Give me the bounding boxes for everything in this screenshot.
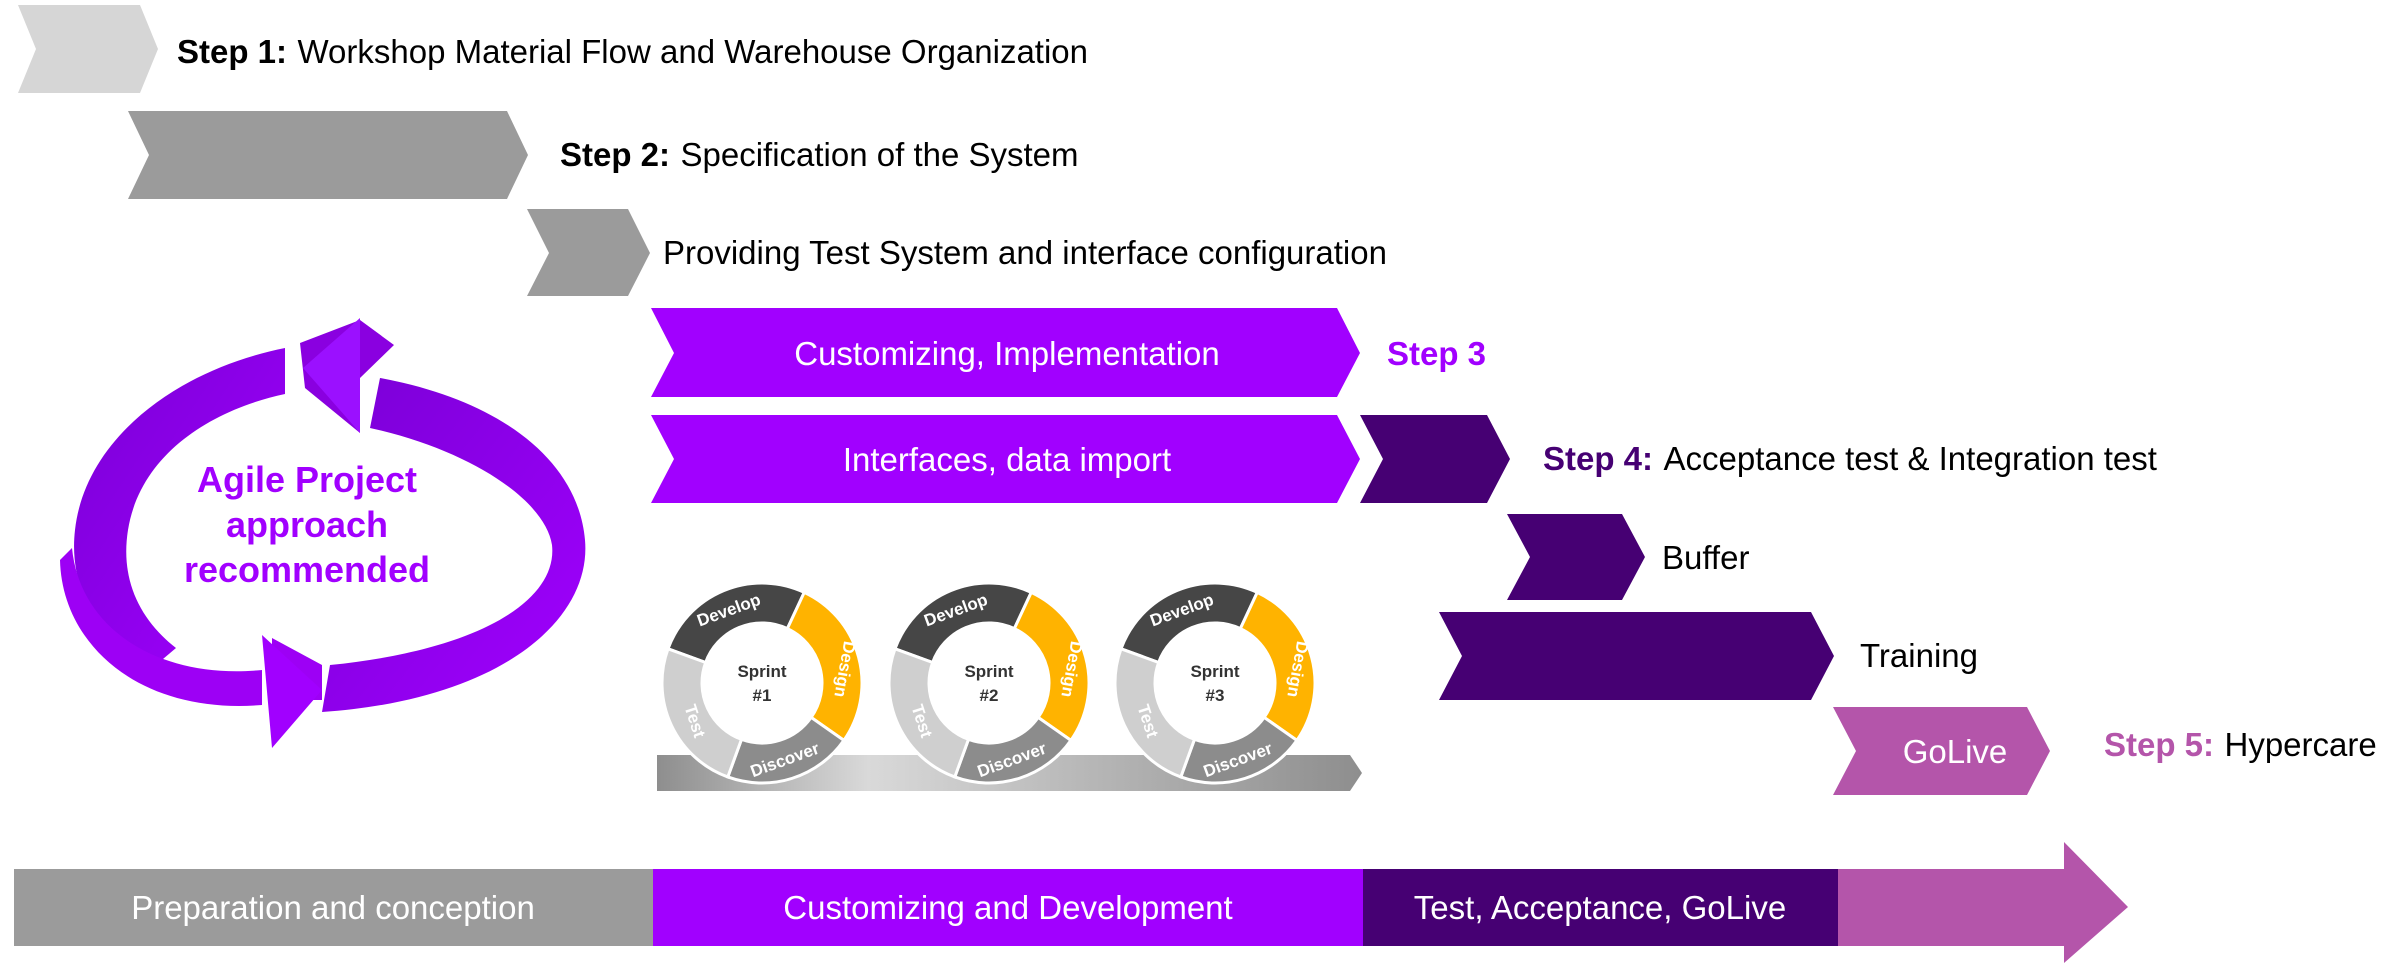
buffer-chevron	[1507, 514, 1645, 600]
sprint-number: #2	[980, 686, 999, 705]
agile-line3: recommended	[184, 549, 430, 590]
phase-preparation	[14, 869, 653, 946]
sprint-center	[1158, 626, 1272, 740]
test-segment	[887, 646, 971, 779]
phase-preparation-label: Preparation and conception	[131, 889, 535, 926]
agile-cycle-graphic: Agile Project approach recommended	[60, 318, 586, 748]
test-segment	[660, 646, 744, 779]
phase-customizing	[653, 869, 1363, 946]
test-system-chevron	[527, 209, 650, 296]
sprint-name: Sprint	[1190, 662, 1239, 681]
sprint-center	[932, 626, 1046, 740]
customizing-label: Customizing, Implementation	[794, 335, 1220, 372]
phase-arrow-head	[1838, 842, 2128, 963]
sprint-number: #3	[1206, 686, 1225, 705]
test-system-label: Providing Test System and interface conf…	[663, 234, 1387, 271]
agile-line2: approach	[226, 504, 388, 545]
sprint-cycles: Sprint#1DevelopDesignDiscoverTestSprint#…	[660, 581, 1317, 785]
training-label: Training	[1860, 637, 1978, 674]
step4-chevron	[1360, 415, 1510, 503]
golive-label: GoLive	[1903, 733, 2008, 770]
step1-label: Step 1: Workshop Material Flow and Wareh…	[177, 33, 1088, 70]
golive-chevron	[1833, 707, 2050, 795]
buffer-label: Buffer	[1662, 539, 1749, 576]
test-segment	[1113, 646, 1197, 779]
phase-test-label: Test, Acceptance, GoLive	[1414, 889, 1786, 926]
step2-label: Step 2: Specification of the System	[560, 136, 1079, 173]
step3-label: Step 3	[1387, 335, 1486, 372]
agile-arrowhead-top-tip	[303, 318, 360, 433]
interfaces-chevron	[651, 415, 1360, 503]
step4-label: Step 4: Acceptance test & Integration te…	[1543, 440, 2157, 477]
sprint-number: #1	[753, 686, 772, 705]
training-chevron	[1439, 612, 1834, 700]
agile-arrow-right	[322, 378, 586, 712]
sprint-center	[705, 626, 819, 740]
phase-customizing-label: Customizing and Development	[783, 889, 1232, 926]
step2-chevron	[128, 111, 528, 199]
sprint-name: Sprint	[964, 662, 1013, 681]
phase-bar: Preparation and conception Customizing a…	[14, 842, 2128, 963]
sprint-name: Sprint	[737, 662, 786, 681]
agile-arrowhead-bottom-tip	[262, 635, 322, 748]
agile-arrow-upper	[74, 348, 286, 670]
step1-chevron	[18, 5, 158, 93]
agile-lower-band	[60, 548, 262, 706]
phase-test	[1363, 869, 1838, 946]
customizing-chevron	[651, 308, 1360, 397]
interfaces-label: Interfaces, data import	[843, 441, 1171, 478]
step5-label: Step 5: Hypercare	[2104, 726, 2377, 763]
agile-line1: Agile Project	[197, 459, 417, 500]
